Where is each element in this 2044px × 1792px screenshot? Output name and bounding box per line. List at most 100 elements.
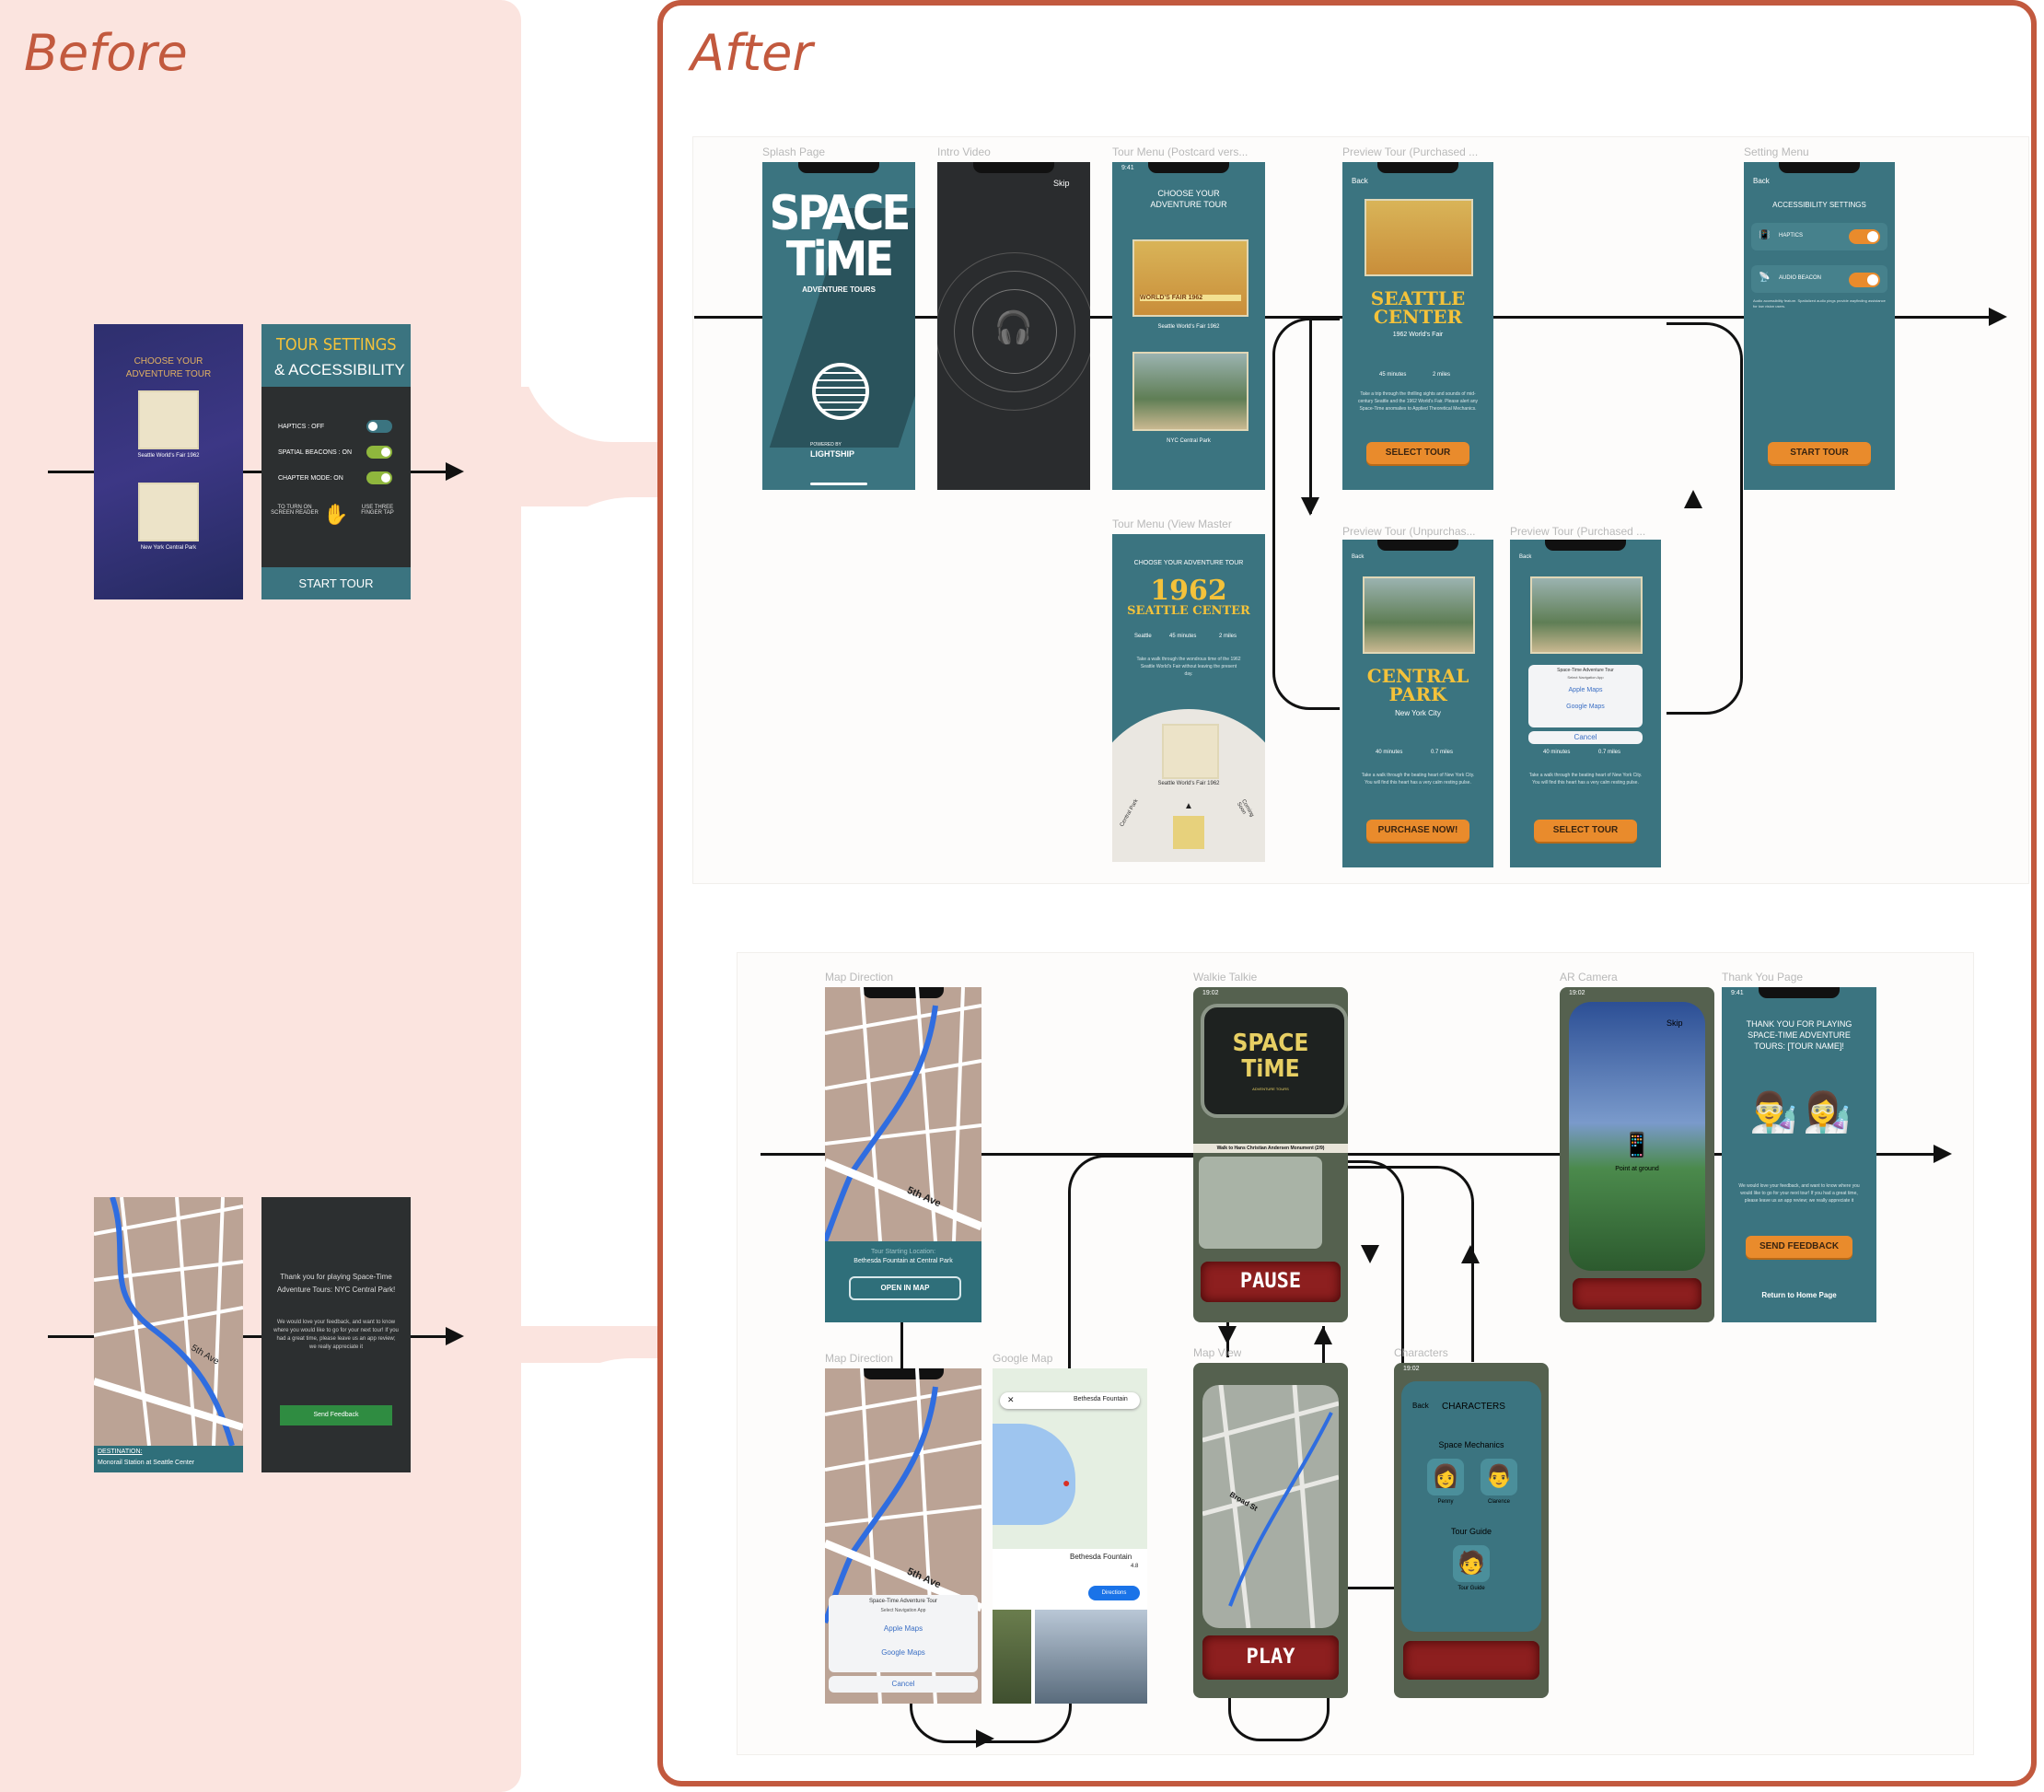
viewmaster-card[interactable]: [1162, 724, 1219, 779]
chars-speaker: [1403, 1641, 1539, 1680]
preview1-back-button[interactable]: Back: [1352, 177, 1368, 185]
pause-button[interactable]: PAUSE: [1201, 1262, 1341, 1302]
preview3-apple-maps[interactable]: Apple Maps: [1568, 687, 1603, 693]
flow-mapdir-down: [900, 1322, 903, 1368]
preview3-select-button[interactable]: SELECT TOUR: [1534, 820, 1637, 842]
before-settings-title-2: & ACCESSIBILITY: [274, 361, 405, 378]
chars-status-time: 19:02: [1403, 1366, 1420, 1372]
preview3-postcard: [1530, 576, 1643, 654]
map-direction-2-google[interactable]: Google Maps: [881, 1648, 925, 1657]
walkie-status-time: 19:02: [1202, 990, 1219, 996]
preview3-back-button[interactable]: Back: [1519, 554, 1532, 560]
map-direction-2-cancel[interactable]: Cancel: [829, 1676, 978, 1693]
characters-screen: 19:02 Back CHARACTERS Space Mechanics 👩 …: [1394, 1363, 1549, 1698]
chars-back-button[interactable]: Back: [1412, 1402, 1429, 1410]
viewmaster-city: Seattle: [1134, 634, 1152, 639]
preview2-title-2: PARK: [1388, 683, 1447, 705]
phone-target-icon: 📱: [1621, 1131, 1653, 1158]
gmap-place: Bethesda Fountain: [1070, 1553, 1132, 1561]
before-card-seattle[interactable]: [138, 390, 199, 449]
flow-bottom-loop-chars: [1346, 1166, 1474, 1362]
google-map-screen: ✕ Bethesda Fountain ● Bethesda Fountain …: [993, 1368, 1147, 1704]
splash-logo-space: SPACE: [769, 186, 912, 241]
postcard-menu-heading: CHOOSE YOUR ADVENTURE TOUR: [1150, 189, 1227, 209]
before-send-feedback-button[interactable]: Send Feedback: [280, 1405, 392, 1425]
label-walkie: Walkie Talkie: [1193, 971, 1258, 983]
preview3-cancel[interactable]: Cancel: [1528, 731, 1643, 744]
before-toggle-haptics[interactable]: [366, 420, 392, 433]
tour-menu-postcard-screen: 9:41 CHOOSE YOUR ADVENTURE TOUR WORLD'S …: [1112, 162, 1265, 490]
gmap-directions-button[interactable]: Directions: [1088, 1586, 1140, 1600]
intro-skip-button[interactable]: Skip: [1053, 179, 1070, 188]
settings-back-button[interactable]: Back: [1753, 177, 1770, 185]
play-button[interactable]: PLAY: [1202, 1635, 1339, 1680]
postcard-nyc[interactable]: [1132, 352, 1248, 431]
tour-guide-avatar[interactable]: 🧑: [1453, 1545, 1490, 1582]
settings-note: Audio accessibility feature. Spatialized…: [1753, 298, 1886, 308]
walkie-crt: [1201, 1004, 1348, 1118]
home-indicator: [810, 483, 867, 485]
settings-audio-toggle[interactable]: [1849, 273, 1880, 287]
ar-status-time: 19:02: [1569, 990, 1585, 996]
preview1-title-2: CENTER: [1373, 306, 1463, 328]
settings-haptics-toggle[interactable]: [1849, 229, 1880, 244]
penny-avatar[interactable]: 👩: [1427, 1459, 1464, 1495]
gmap-search-bar[interactable]: ✕ Bethesda Fountain: [1000, 1392, 1140, 1409]
postcard-seattle[interactable]: WORLD'S FAIR 1962: [1132, 239, 1248, 317]
map-direction-2-apple[interactable]: Apple Maps: [883, 1624, 923, 1633]
preview2-desc: Take a walk through the beating heart of…: [1361, 773, 1475, 785]
open-in-map-button[interactable]: OPEN IN MAP: [849, 1276, 961, 1300]
preview2-miles: 0.7 miles: [1431, 750, 1454, 755]
label-preview-1: Preview Tour (Purchased ...: [1342, 145, 1479, 158]
before-settings-header: TOUR SETTINGS & ACCESSIBILITY: [261, 324, 411, 387]
preview1-select-button[interactable]: SELECT TOUR: [1366, 442, 1469, 464]
hand-icon: ✋: [323, 503, 349, 526]
flow-curve-1: [1272, 318, 1340, 710]
preview2-purchase-button[interactable]: PURCHASE NOW!: [1366, 820, 1469, 842]
preview3-sheet-title: Space-Time Adventure Tour: [1557, 668, 1614, 673]
walkie-logo-space: SPACE: [1232, 1030, 1309, 1057]
map-view-screen: Broad St PLAY: [1193, 1363, 1348, 1698]
flow-bottom-arrow-down: [1361, 1245, 1379, 1263]
viewmaster-place: SEATTLE CENTER: [1127, 604, 1250, 618]
send-feedback-button[interactable]: SEND FEEDBACK: [1746, 1236, 1852, 1258]
ar-camera-screen: 19:02 Skip 📱 Point at ground: [1560, 987, 1714, 1322]
vibrate-icon: 📳: [1759, 230, 1771, 240]
map-direction-drawing: [825, 987, 981, 1241]
gmap-search-text: Bethesda Fountain: [1074, 1396, 1128, 1402]
settings-heading: ACCESSIBILITY SETTINGS: [1772, 201, 1866, 209]
splash-brand-pre: POWERED BY: [810, 442, 842, 448]
chars-title: CHARACTERS: [1442, 1402, 1505, 1412]
preview3-google-maps[interactable]: Google Maps: [1566, 704, 1605, 710]
before-arrow-2: [446, 1327, 464, 1345]
settings-audio-label: AUDIO BEACON: [1779, 275, 1822, 281]
ar-skip-button[interactable]: Skip: [1667, 1018, 1683, 1028]
chars-group-1: Space Mechanics: [1438, 1440, 1504, 1449]
preview2-back-button[interactable]: Back: [1352, 554, 1365, 560]
preview3-desc: Take a walk through the beating heart of…: [1528, 773, 1643, 785]
map-direction-screen: 5th Ave Tour Starting Location: Bethesda…: [825, 987, 981, 1322]
label-map-direction: Map Direction: [825, 971, 894, 983]
ring-1: [937, 252, 1090, 411]
before-line-2-in: [48, 1335, 94, 1338]
walkie-logo-sub: ADVENTURE TOURS: [1252, 1087, 1289, 1091]
close-icon[interactable]: ✕: [1007, 1395, 1015, 1404]
preview2-title-1: CENTRAL: [1366, 665, 1469, 687]
before-toggle-chapter[interactable]: [366, 471, 392, 484]
flow-top-arrow-end: [1989, 308, 2007, 326]
scallop-2: [521, 1326, 657, 1363]
viewmaster-logo: [1173, 816, 1204, 849]
return-home-link[interactable]: Return to Home Page: [1761, 1291, 1837, 1299]
before-toggle-beacons[interactable]: [366, 446, 392, 459]
splash-brand: LIGHTSHIP: [810, 449, 855, 459]
settings-start-tour-button[interactable]: START TOUR: [1768, 442, 1871, 464]
preview-central-park-purchased-screen: Back Space-Time Adventure Tour Select Na…: [1510, 540, 1661, 867]
before-start-tour-button[interactable]: START TOUR: [261, 567, 411, 599]
ar-speaker: [1573, 1278, 1701, 1309]
map-direction-2-sheet: Space-Time Adventure Tour Select Navigat…: [829, 1595, 978, 1672]
clarence-avatar[interactable]: 👨: [1481, 1459, 1517, 1495]
before-card-nyc[interactable]: [138, 483, 199, 541]
flow-walkie-arrow-up: [1314, 1326, 1332, 1344]
flow-mapdir-arrow: [976, 1729, 994, 1748]
before-row-chapter: CHAPTER MODE: ON: [278, 475, 343, 482]
